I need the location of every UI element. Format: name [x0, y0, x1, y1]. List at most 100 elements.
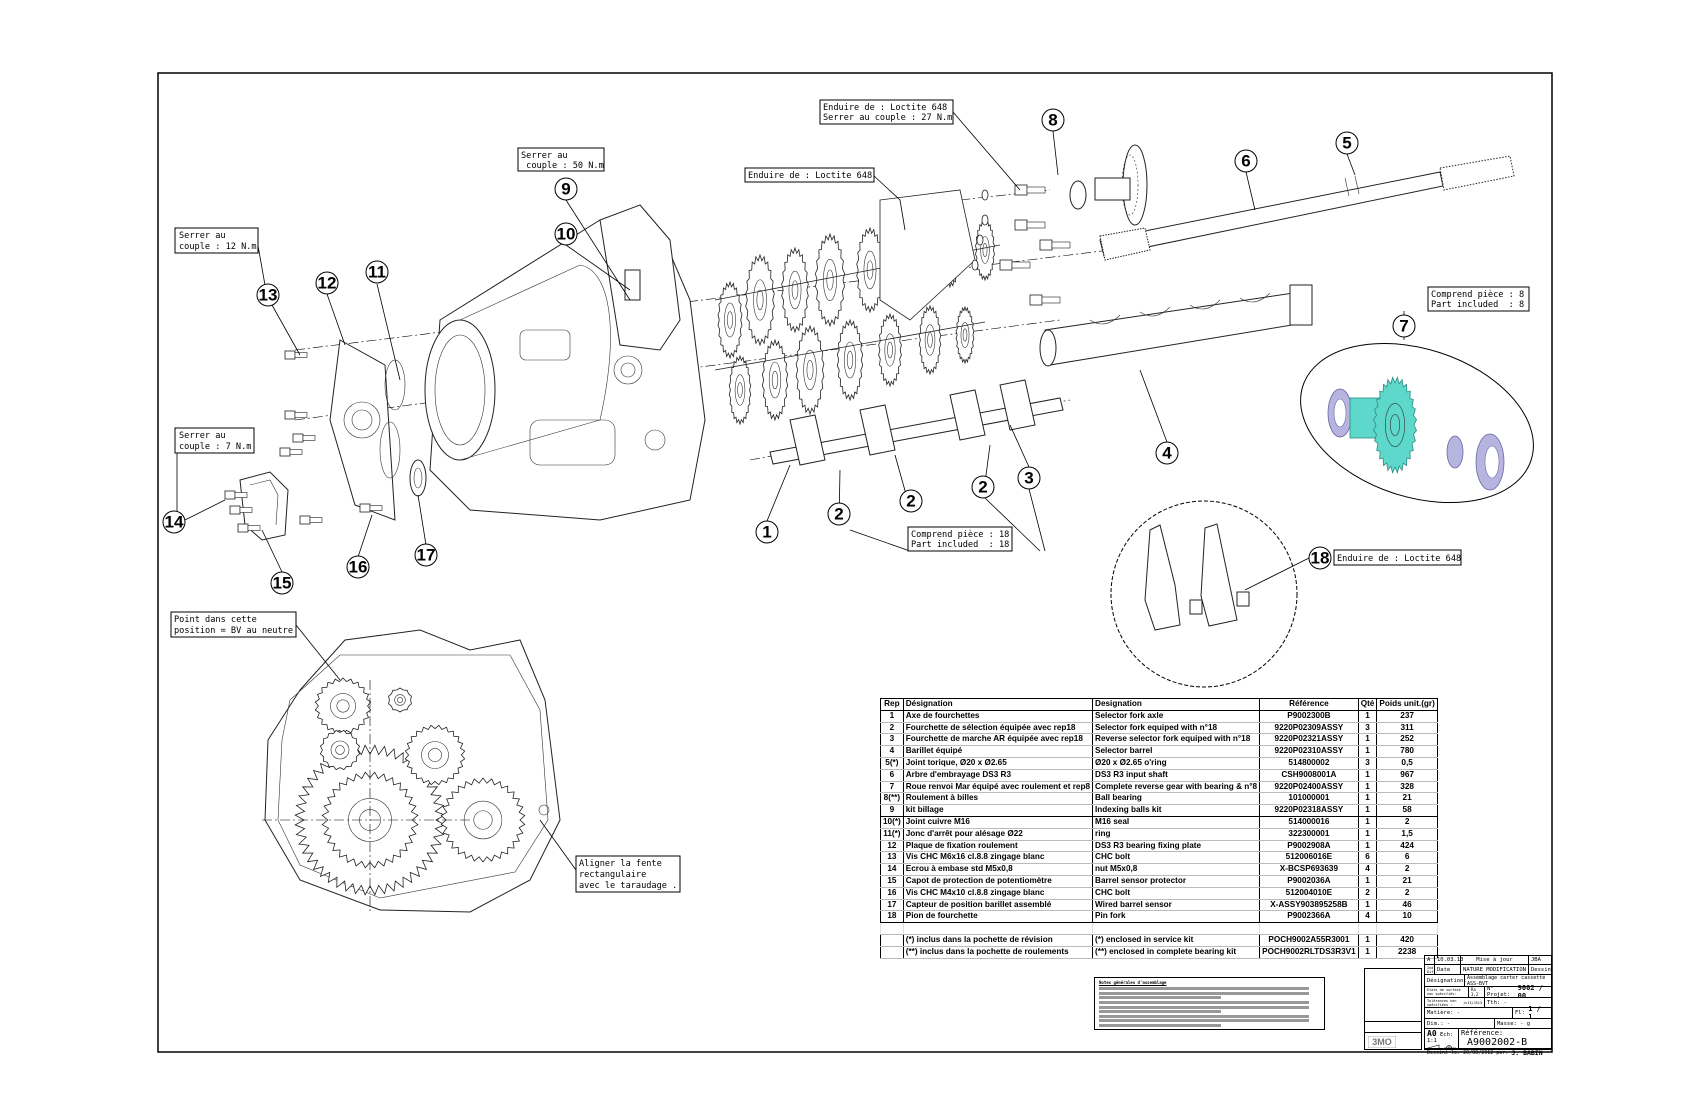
bom-cell: (*) enclosed in service kit: [1092, 934, 1261, 947]
bom-cell: Vis CHC M6x16 cl.8.8 zingage blanc: [902, 851, 1094, 865]
bom-cell: 2: [1376, 863, 1438, 876]
designation-label: Désignation:: [1425, 975, 1467, 986]
bom-cell: Axe de fourchettes: [902, 710, 1094, 723]
drawn-by-label: par:: [1496, 1050, 1509, 1056]
callout-6: 6: [1234, 149, 1258, 173]
gear: [814, 232, 846, 328]
scale-label: Ech:: [1439, 1032, 1454, 1038]
tth-value: -: [1503, 999, 1507, 1006]
title-block: A 10.03.13 Mise à jour JBA Ind. Diff. Da…: [1424, 955, 1552, 1057]
bom-cell: P9002366A: [1259, 910, 1359, 924]
reference-label: Référence:: [1461, 1029, 1504, 1037]
reference-value: A9002002-B: [1467, 1037, 1528, 1048]
bom-cell: 21: [1376, 875, 1438, 888]
bom-cell: 2: [1376, 887, 1438, 900]
bom-cell: 21: [1376, 792, 1438, 806]
bolt-head: [359, 503, 371, 513]
bom-cell: Jonc d'arrêt pour alésage Ø22: [902, 828, 1094, 841]
bom-cell: Selector fork axle: [1092, 710, 1261, 723]
bolts: [224, 350, 383, 533]
material-label: Matière:: [1427, 1010, 1454, 1016]
bom-cell: 1: [1357, 769, 1378, 782]
bom-header-cell: Designation: [1092, 698, 1261, 711]
bom-cell: 11(*): [880, 828, 904, 841]
bom-cell: Roulement à billes: [902, 792, 1094, 806]
bom-cell: X-ASSY903895258B: [1259, 899, 1359, 912]
bom-cell: (**) inclus dans la pochette de roulemen…: [902, 946, 1094, 959]
reverse-gear-assembly: [971, 144, 1148, 306]
bolt-shank: [289, 449, 303, 455]
bom-cell: 1: [1357, 792, 1378, 806]
bom-cell: Capteur de position barillet assemblé: [902, 899, 1094, 912]
bom-cell: 328: [1376, 781, 1438, 794]
callout-label: 10: [557, 225, 576, 244]
bom-cell: 1: [880, 710, 904, 723]
gear: [761, 338, 789, 422]
bolt-shank: [309, 517, 323, 523]
surface-value: Ra 3,2: [1469, 987, 1485, 997]
bom-cell: Vis CHC M4x10 cl.8.8 zingage blanc: [902, 887, 1094, 900]
sensor-cover: [239, 471, 289, 541]
note-text-line: [1099, 1010, 1221, 1014]
bom-cell: DS3 R3 bearing fixing plate: [1092, 840, 1261, 853]
bom-cell: (*) inclus dans la pochette de révision: [902, 934, 1094, 947]
bom-cell: Selector fork equiped with n°18: [1092, 722, 1261, 735]
callout-18: 18: [1308, 546, 1332, 570]
note-line: Comprend pièce : 18: [911, 529, 1009, 540]
drawn-date: 20/08/2012: [1463, 1050, 1494, 1056]
bom-cell: 311: [1376, 722, 1438, 735]
callout-7: 7: [1392, 314, 1416, 338]
bolt-shank: [294, 412, 308, 418]
callout-16: 16: [346, 555, 370, 579]
bom-cell: 12: [880, 840, 904, 853]
bolt-head: [284, 350, 296, 360]
bom-cell: 1: [1357, 710, 1378, 723]
bom-cell: 2238: [1376, 946, 1438, 959]
callout-11: 11: [365, 260, 389, 284]
note-line: Serrer au: [179, 231, 226, 241]
bom-cell: 15: [880, 875, 904, 888]
note-line: couple : 12 N.m: [179, 242, 257, 252]
bom-cell: Selector barrel: [1092, 745, 1261, 758]
bom-cell: 237: [1376, 710, 1438, 723]
note-text-line: [1099, 1005, 1309, 1009]
bolt-shank: [294, 352, 308, 358]
callout-label: 17: [417, 546, 436, 565]
bolt-shank: [239, 507, 253, 513]
title-block-left: 3MO: [1364, 968, 1422, 1050]
bolt-head: [1014, 219, 1028, 231]
gearbox-casing: [424, 204, 706, 521]
col-dessin: Dessin: [1531, 966, 1551, 973]
note-line: Part included : 18: [911, 540, 1009, 550]
callout-label: 15: [273, 574, 292, 593]
bom-cell: 8(**): [880, 792, 904, 806]
callout-1: 1: [755, 520, 779, 544]
note-line: Enduire de : Loctite 648: [1337, 554, 1461, 564]
bom-cell: Pion de fourchette: [902, 910, 1094, 924]
bolt-head: [224, 490, 236, 500]
bolt-shank: [1051, 241, 1071, 249]
bolt-shank: [369, 505, 383, 511]
bolt-shank: [1026, 186, 1046, 194]
bom-cell: Reverse selector fork equiped with n°18: [1092, 733, 1261, 747]
svg-text:3MO: 3MO: [1372, 1037, 1392, 1047]
general-assembly-notes: Notes générales d'assemblage: [1094, 977, 1325, 1030]
bom-cell: 9220P02309ASSY: [1259, 722, 1359, 735]
bolt-shank: [234, 492, 248, 498]
note-line: Comprend pièce : 8: [1431, 289, 1524, 300]
bom-cell: P9002300B: [1259, 710, 1359, 723]
o-ring: [971, 259, 979, 271]
bom-cell: Ball bearing: [1092, 792, 1261, 806]
note-loctite-torque-27: Enduire de : Loctite 648 Serrer au coupl…: [819, 99, 954, 125]
o-ring: [981, 214, 989, 226]
note-text-line: [1099, 996, 1221, 1000]
bom-cell: Barrel sensor protector: [1092, 875, 1261, 888]
bom-cell: 7: [880, 781, 904, 794]
sheet-label: Fl:: [1515, 1010, 1525, 1016]
bom-cell: Complete reverse gear with bearing & n°8: [1092, 781, 1261, 794]
